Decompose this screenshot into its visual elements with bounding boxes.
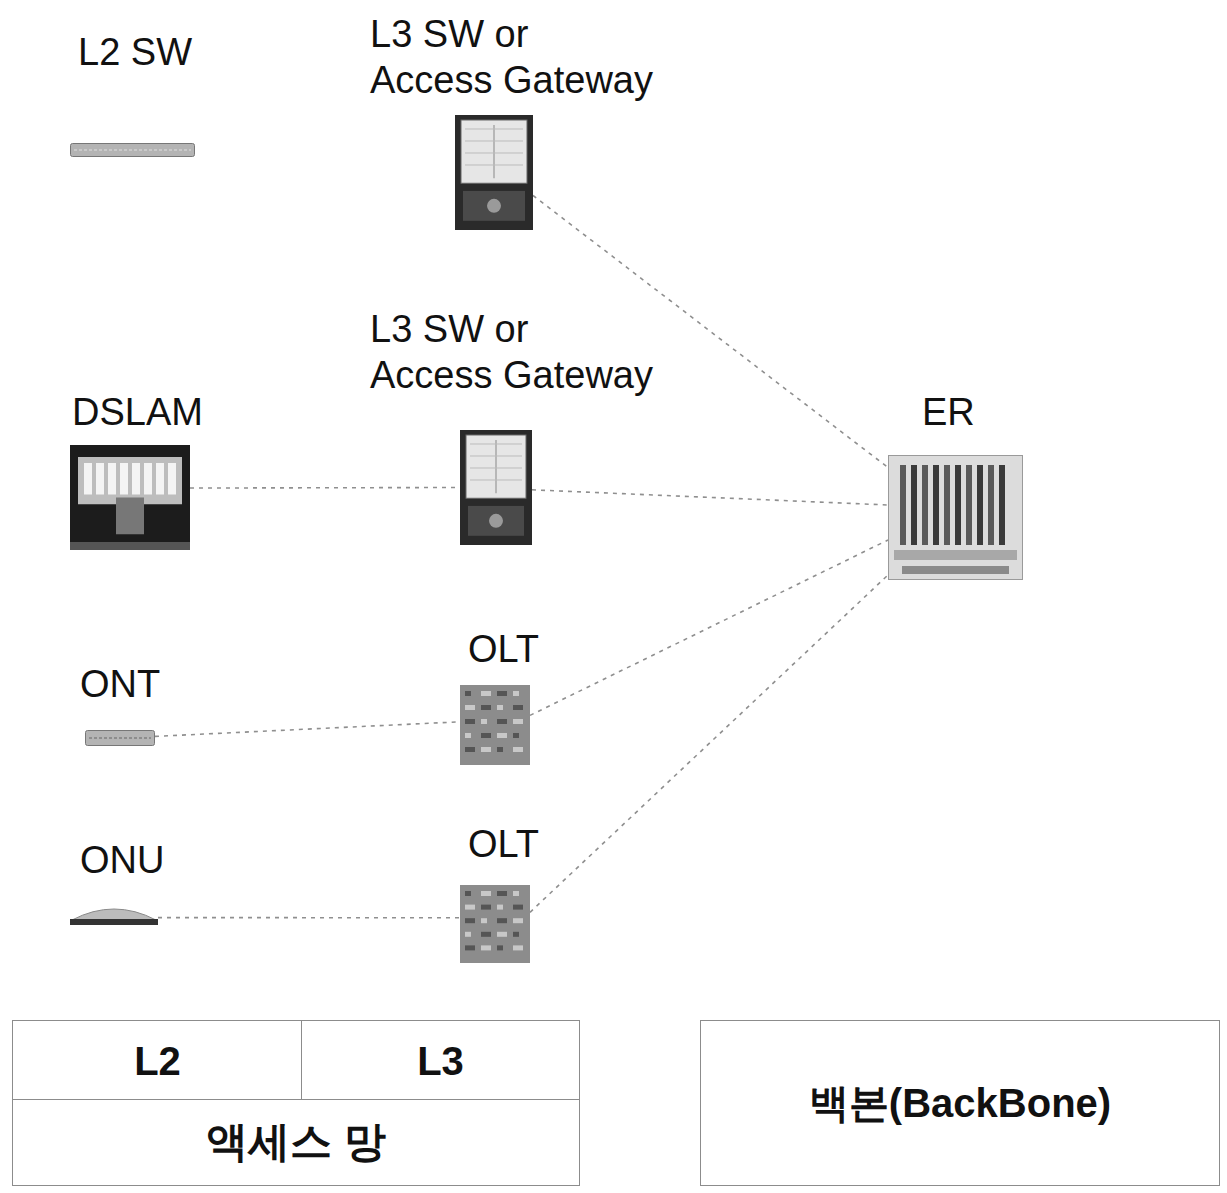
device-label: L3 SW or Access Gateway [370,307,657,398]
device-icon [70,143,195,157]
layer-label: L2 [134,1037,181,1085]
device-label: L2 SW [78,30,192,76]
device-label: OLT [468,627,539,673]
dashed-link [533,196,888,468]
dashed-link [530,540,888,715]
device-icon [70,445,190,550]
device-label: ER [922,390,975,436]
device-icon [85,730,155,746]
dashed-link [155,722,460,737]
dashed-link [158,917,460,919]
network-device: L3 SW or Access Gateway [460,430,532,545]
layer-band: L3 [301,1020,580,1101]
network-device: OLT [460,685,530,765]
device-icon [460,885,530,963]
network-device: ONU [70,902,158,926]
dashed-link [190,487,460,489]
device-label: L3 SW or Access Gateway [370,12,657,103]
network-device: L3 SW or Access Gateway [455,115,533,230]
device-label: ONU [80,838,164,884]
network-device: DSLAM [70,445,190,550]
device-icon [460,430,532,545]
network-device: ONT [85,730,155,746]
network-device: L2 SW [70,143,195,157]
device-label: ONT [80,662,160,708]
device-icon [888,455,1023,580]
layer-label: L3 [417,1037,464,1085]
dashed-link [530,575,888,912]
dashed-link [532,490,888,505]
device-icon [70,902,158,926]
network-device: ER [888,455,1023,580]
layer-band: L2 [12,1020,303,1101]
device-icon [460,685,530,765]
layer-band: 액세스 망 [12,1099,580,1186]
network-device: OLT [460,885,530,963]
layer-label: 백본(BackBone) [809,1079,1111,1127]
device-label: DSLAM [72,390,203,436]
layer-band: 백본(BackBone) [700,1020,1220,1186]
device-icon [455,115,533,230]
layer-label: 액세스 망 [206,1117,386,1167]
device-label: OLT [468,822,539,868]
